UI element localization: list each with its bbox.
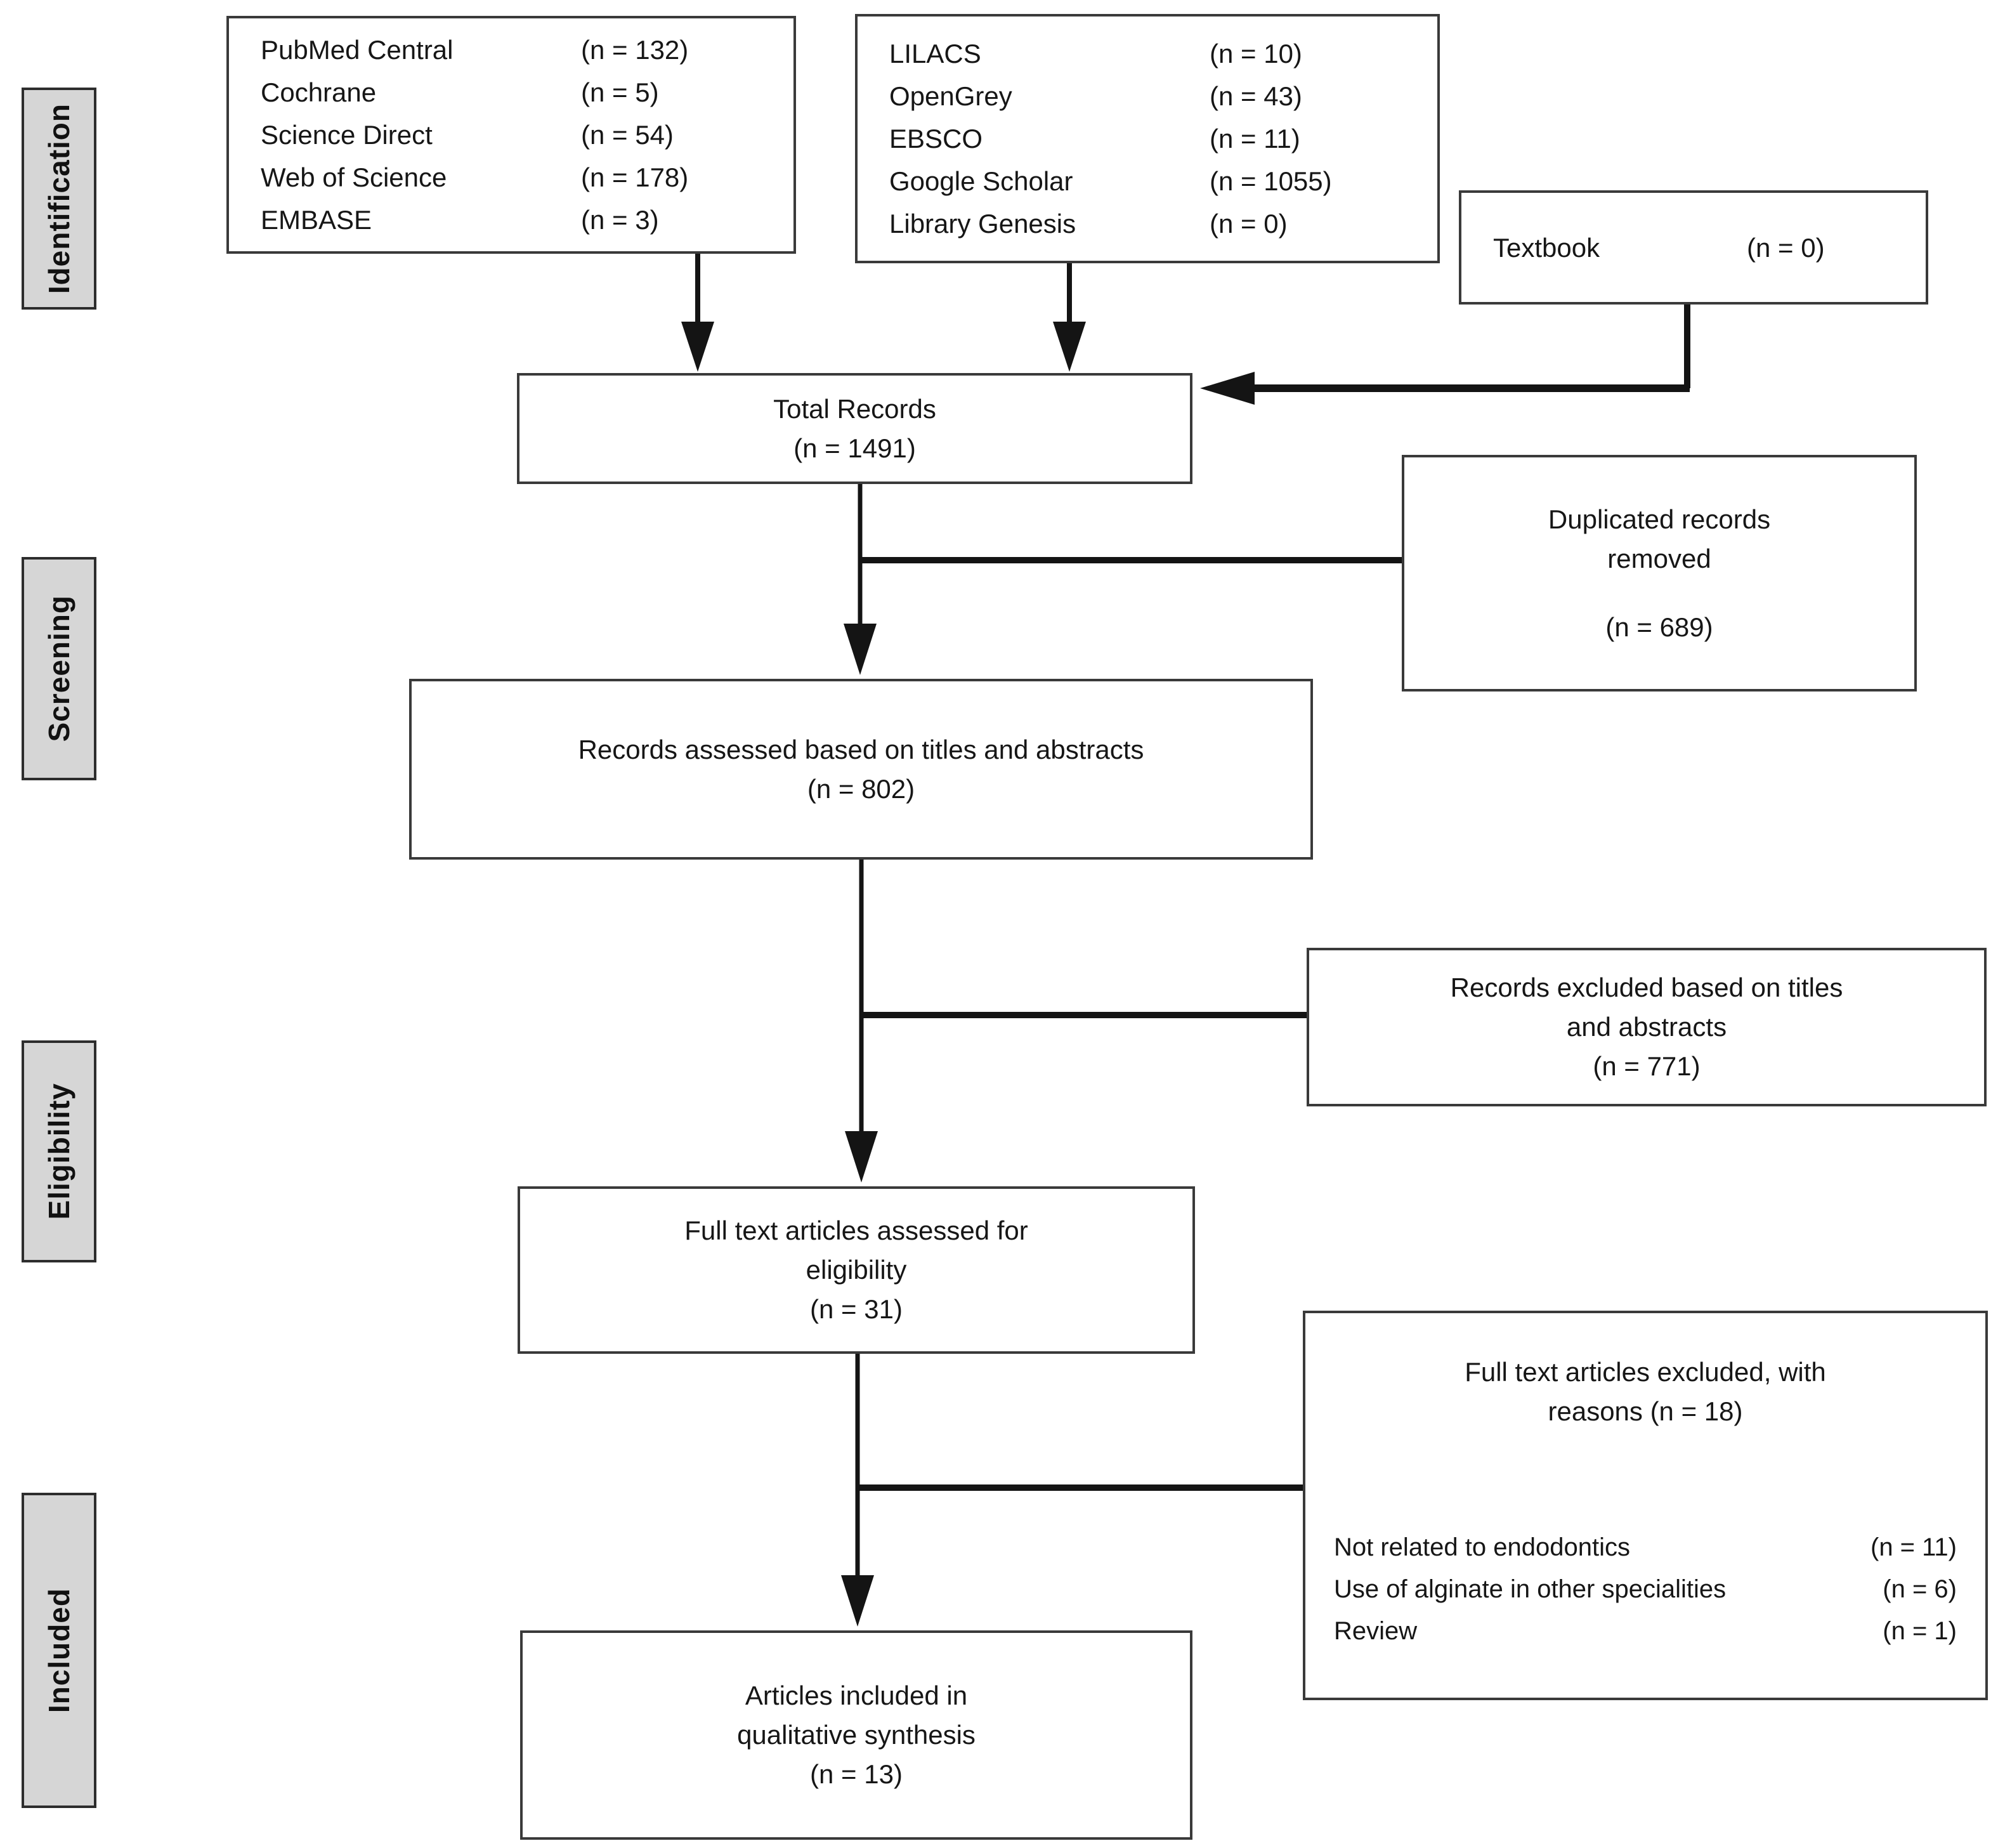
reason-count: (n = 6) [1883,1575,1957,1603]
box-records-excluded-count: (n = 771) [1593,1051,1701,1081]
box-duplicates-removed-count: (n = 689) [1605,612,1713,642]
stage-label-screening-text: Screening [42,595,75,742]
db-name: OpenGrey [889,81,1012,111]
reason-name: Review [1334,1617,1418,1645]
db-name: EMBASE [261,205,372,235]
db-name: Google Scholar [889,166,1073,196]
db-count: (n = 54) [581,120,674,150]
stage-label-eligibility-text: Eligibility [42,1083,75,1220]
box-records-excluded-line2: and abstracts [1566,1012,1727,1042]
stage-label-eligibility: Eligibility [22,1040,96,1262]
stage-label-identification-text: Identification [42,103,75,294]
box-databases-primary: PubMed Central (n = 132) Cochrane (n = 5… [226,16,796,254]
db-row: EMBASE (n = 3) [261,199,781,241]
box-fulltext-excluded-title-line2: reasons (n = 18) [1548,1396,1743,1426]
db-name: Science Direct [261,120,433,150]
reason-name: Use of alginate in other specialities [1334,1575,1727,1603]
db-row: Science Direct (n = 54) [261,114,781,156]
box-databases-secondary: LILACS (n = 10) OpenGrey (n = 43) EBSCO … [855,14,1440,263]
box-duplicates-removed-line2: removed [1607,543,1711,573]
exclusion-reason-row: Use of alginate in other specialities (n… [1334,1568,1957,1610]
db-count: (n = 132) [581,35,689,65]
db-count: (n = 43) [1210,81,1302,111]
stage-label-included-text: Included [42,1587,75,1714]
arrowhead-fulltext-to-included [841,1575,874,1627]
box-fulltext-excluded-title: Full text articles excluded, with reason… [1334,1353,1957,1431]
box-total-records-line1: Total Records [773,393,936,424]
db-row: PubMed Central (n = 132) [261,29,781,71]
arrowhead-assessed-to-fulltext [845,1131,878,1183]
stage-label-included: Included [22,1493,96,1808]
box-textbook: Textbook (n = 0) [1459,190,1928,305]
stage-label-identification: Identification [22,88,96,310]
box-fulltext-assessed-count: (n = 31) [810,1294,903,1324]
box-articles-included-line1: Articles included in [745,1681,968,1710]
db-name: Cochrane [261,77,377,107]
db-count: (n = 5) [581,77,659,107]
db-count: (n = 10) [1210,39,1302,69]
box-fulltext-excluded-title-line1: Full text articles excluded, with [1465,1357,1826,1387]
box-fulltext-excluded: Full text articles excluded, with reason… [1303,1311,1988,1700]
box-duplicates-removed-line1: Duplicated records [1548,504,1771,534]
box-records-assessed-line1: Records assessed based on titles and abs… [578,734,1144,764]
db-count: (n = 178) [581,162,689,192]
box-total-records: Total Records (n = 1491) [517,373,1192,484]
reason-name: Not related to endodontics [1334,1533,1630,1561]
db-name: Web of Science [261,162,447,192]
box-records-assessed-count: (n = 802) [807,773,915,804]
db-name: LILACS [889,39,981,69]
db-row: OpenGrey (n = 43) [889,75,1425,117]
reason-count: (n = 11) [1871,1533,1957,1561]
db-row: Cochrane (n = 5) [261,71,781,114]
box-records-assessed: Records assessed based on titles and abs… [409,679,1313,860]
arrowhead-total-to-assessed [844,624,877,675]
arrowhead-databases-secondary [1053,322,1086,372]
db-count: (n = 3) [581,205,659,235]
box-records-excluded-line1: Records excluded based on titles [1450,973,1843,1002]
exclusion-reason-row: Not related to endodontics (n = 11) [1334,1526,1957,1568]
db-row: EBSCO (n = 11) [889,117,1425,160]
box-articles-included: Articles included in qualitative synthes… [520,1630,1192,1840]
db-count: (n = 0) [1210,209,1288,239]
box-fulltext-assessed-line2: eligibility [806,1255,907,1285]
db-row: LILACS (n = 10) [889,32,1425,75]
box-fulltext-assessed-line1: Full text articles assessed for [684,1216,1028,1245]
box-articles-included-line2: qualitative synthesis [737,1720,976,1750]
arrowhead-databases-primary [681,322,714,372]
box-duplicates-removed: Duplicated records removed (n = 689) [1402,455,1917,691]
box-total-records-line2: (n = 1491) [793,433,916,463]
db-row: Web of Science (n = 178) [261,156,781,199]
reason-count: (n = 1) [1883,1617,1957,1645]
db-row: Library Genesis (n = 0) [889,202,1425,245]
db-count: (n = 0) [1747,232,1825,263]
arrowhead-textbook [1200,372,1255,405]
db-name: EBSCO [889,124,983,154]
db-name: PubMed Central [261,35,454,65]
box-fulltext-assessed: Full text articles assessed for eligibil… [518,1186,1195,1354]
db-count: (n = 11) [1210,124,1300,154]
exclusion-reasons-list: Not related to endodontics (n = 11) Use … [1334,1526,1957,1652]
db-count: (n = 1055) [1210,166,1332,196]
db-row: Textbook (n = 0) [1493,226,1913,269]
box-records-excluded: Records excluded based on titles and abs… [1307,948,1987,1106]
box-articles-included-count: (n = 13) [810,1759,903,1789]
db-name: Textbook [1493,232,1600,263]
db-row: Google Scholar (n = 1055) [889,160,1425,202]
exclusion-reason-row: Review (n = 1) [1334,1610,1957,1652]
stage-label-screening: Screening [22,557,96,780]
db-name: Library Genesis [889,209,1076,239]
